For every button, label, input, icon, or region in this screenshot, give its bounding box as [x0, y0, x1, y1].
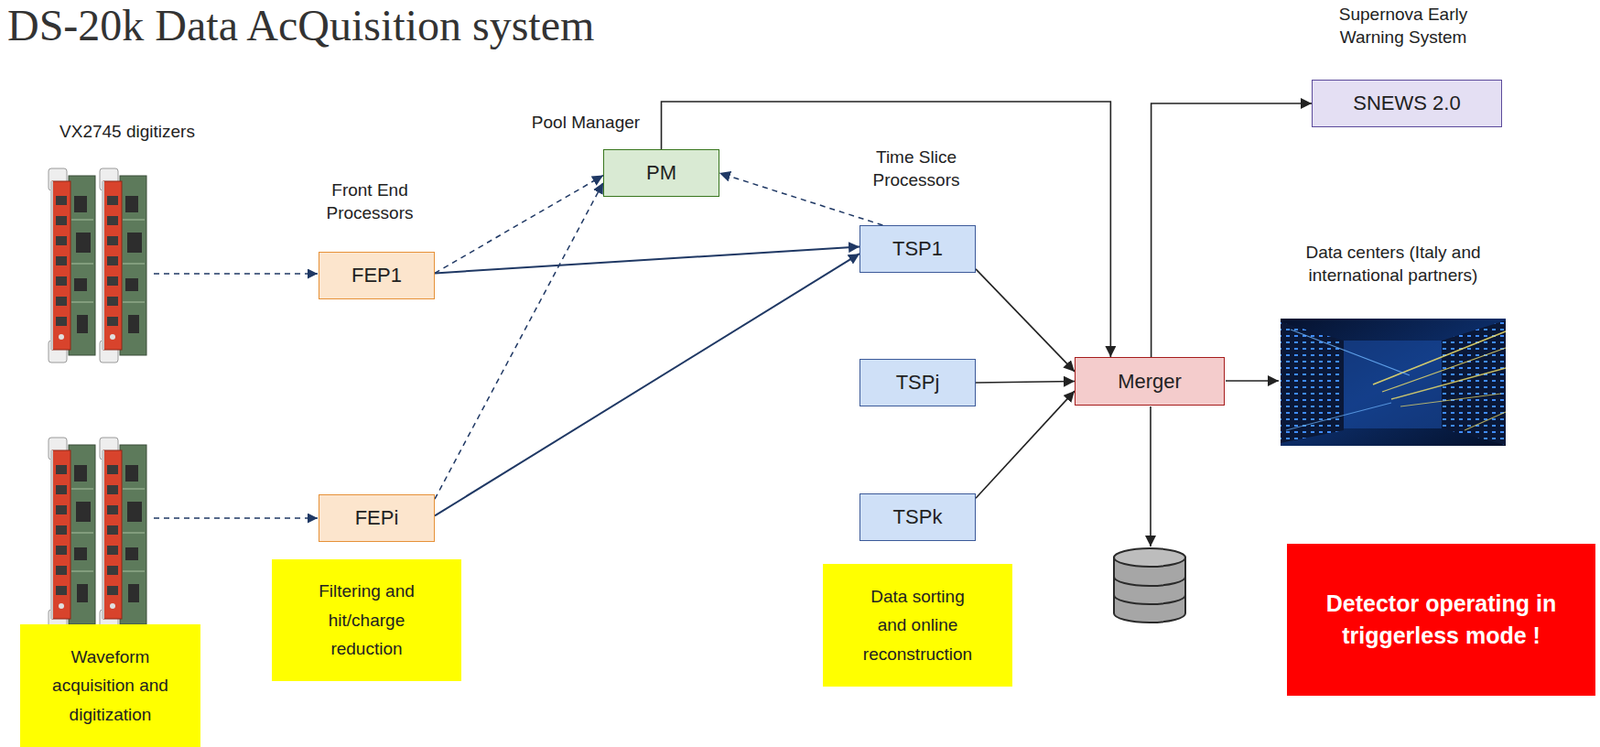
data-flow-arrow [661, 101, 1112, 357]
control-link [434, 175, 604, 274]
data-flow-arrow [434, 246, 860, 273]
note-box: Filtering and hit/charge reduction [271, 559, 462, 682]
database-icon [1113, 548, 1186, 623]
processor-box: FEPi [318, 494, 435, 542]
manager-box: PM [603, 149, 720, 197]
data-flow-arrow [975, 390, 1075, 498]
data-link-arrow [153, 272, 318, 275]
diagram-title: DS-20k Data AcQuisition system [7, 0, 595, 51]
external-system-box: SNEWS 2.0 [1311, 79, 1503, 128]
alert-box: Detector operating in triggerless mode ! [1286, 543, 1596, 696]
node-text: SNEWS 2.0 [1318, 91, 1496, 116]
node-text: PM [609, 161, 714, 185]
data-flow-arrow [434, 253, 860, 516]
storage-arrow [1149, 406, 1152, 547]
annotation-label: Front End Processors [310, 179, 430, 225]
node-text: Data sorting and online reconstruction [854, 582, 982, 669]
node-text: TSP1 [865, 237, 970, 261]
digitizer-boards [48, 168, 147, 632]
node-text: FEPi [324, 506, 429, 530]
processor-box: FEP1 [318, 251, 435, 300]
data-link-arrow [153, 517, 318, 519]
node-text: FEP1 [324, 263, 429, 288]
annotation-label: Supernova Early Warning System [1311, 3, 1495, 49]
node-text: Filtering and hit/charge reduction [302, 576, 431, 663]
annotation-label: Pool Manager [512, 111, 660, 135]
processor-box: TSPk [859, 493, 976, 541]
data-flow-arrow [1151, 103, 1312, 357]
data-center-photo [1280, 318, 1506, 446]
node-text: Waveform acquisition and digitization [40, 642, 181, 729]
processor-box: TSPj [859, 358, 976, 407]
merger-box: Merger [1074, 356, 1225, 406]
node-text: TSPj [865, 370, 970, 395]
control-link [719, 172, 883, 226]
data-flow-arrow [975, 381, 1075, 384]
data-flow-arrow [975, 269, 1075, 372]
node-text: Detector operating in triggerless mode ! [1312, 587, 1570, 652]
processor-box: TSP1 [859, 225, 976, 273]
annotation-label: Data centers (Italy and international pa… [1264, 241, 1522, 287]
note-box: Waveform acquisition and digitization [20, 624, 201, 747]
export-arrow [1225, 379, 1279, 382]
node-text: Merger [1081, 369, 1219, 394]
note-box: Data sorting and online reconstruction [822, 563, 1013, 687]
control-link [434, 182, 604, 499]
annotation-label: VX2745 digitizers [26, 120, 228, 144]
annotation-label: Time Slice Processors [856, 146, 976, 192]
node-text: TSPk [865, 505, 970, 530]
